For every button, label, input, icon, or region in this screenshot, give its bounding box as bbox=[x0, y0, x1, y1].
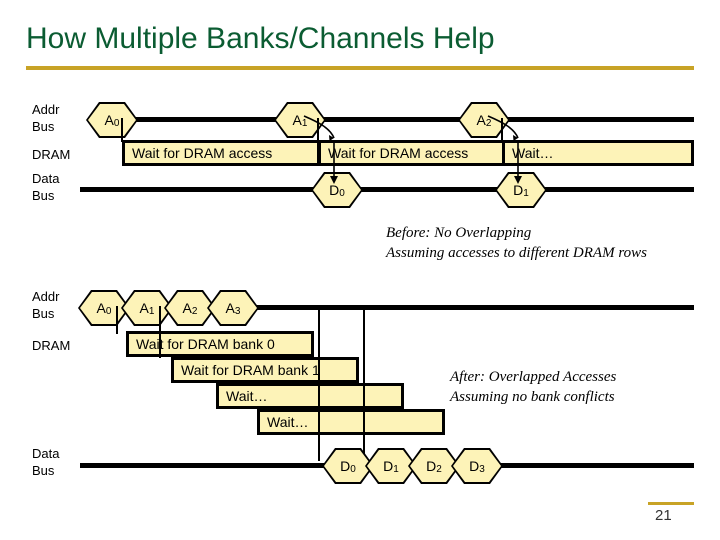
page-title: How Multiple Banks/Channels Help bbox=[26, 22, 495, 55]
data-hex-d0-sub-before: 0 bbox=[339, 187, 345, 199]
data-hex-d1-label-after: D bbox=[383, 458, 394, 474]
addr-hex-a2-label-before: A bbox=[476, 112, 486, 128]
data-hex-d3-sub-after: 3 bbox=[479, 463, 485, 475]
wait-bar-3-label-after: Wait… bbox=[267, 414, 309, 430]
addr-hex-a1-label-before: A bbox=[292, 112, 302, 128]
wait-bar-0-after: Wait for DRAM bank 0 bbox=[126, 331, 314, 357]
tick-a0-before bbox=[121, 118, 123, 142]
wait-bar-2-label-after: Wait… bbox=[226, 388, 268, 404]
addr-hex-a2-label-after: A bbox=[182, 300, 192, 316]
caption-before-line2: Assuming accesses to different DRAM rows bbox=[386, 245, 647, 261]
label-dram-after: DRAM bbox=[32, 338, 71, 353]
wait-bar-2-label-before: Wait… bbox=[512, 145, 554, 161]
data-bus-line-before bbox=[80, 187, 694, 192]
label-data-bus-before: Data Bus bbox=[32, 171, 60, 203]
addr-hex-a1-sub-after: 1 bbox=[148, 305, 155, 317]
tick-d1-after bbox=[363, 306, 365, 461]
wait-bar-1-after: Wait for DRAM bank 1 bbox=[171, 357, 359, 383]
caption-after-line2: Assuming no bank conflicts bbox=[450, 389, 615, 405]
addr-hex-a0-label-before: A bbox=[104, 112, 114, 128]
addr-bus-line-after bbox=[108, 305, 694, 310]
tick-a1-before bbox=[317, 118, 319, 142]
arrow-a1-to-d0-before bbox=[300, 112, 346, 190]
wait-bar-2-after: Wait… bbox=[216, 383, 404, 409]
addr-hex-a0-label-after: A bbox=[96, 300, 106, 316]
data-hex-d0-label-after: D bbox=[340, 458, 351, 474]
wait-bar-0-before: Wait for DRAM access bbox=[122, 140, 320, 166]
wait-bar-2-before: Wait… bbox=[502, 140, 694, 166]
addr-hex-a1-sub-before: 1 bbox=[301, 117, 308, 129]
addr-hex-a0-sub-before: 0 bbox=[113, 117, 120, 129]
tick-a1-after bbox=[159, 306, 161, 358]
data-hex-d0-sub-after: 0 bbox=[350, 463, 356, 475]
addr-bus-line-before bbox=[108, 117, 694, 122]
label-addr-bus-before: Addr Bus bbox=[32, 102, 60, 134]
addr-hex-a2-sub-after: 2 bbox=[191, 305, 198, 317]
caption-before-line1: Before: No Overlapping bbox=[386, 225, 532, 241]
wait-bar-0-label-before: Wait for DRAM access bbox=[132, 145, 273, 161]
addr-hex-a1-label-after: A bbox=[139, 300, 149, 316]
wait-bar-1-label-after: Wait for DRAM bank 1 bbox=[181, 362, 320, 378]
data-hex-d2-sub-after: 2 bbox=[436, 463, 442, 475]
wait-bar-1-before: Wait for DRAM access bbox=[318, 140, 516, 166]
label-addr-bus-after: Addr Bus bbox=[32, 289, 60, 321]
wait-bar-3-after: Wait… bbox=[257, 409, 445, 435]
addr-hex-a3-sub-after: 3 bbox=[234, 305, 241, 317]
data-hex-d1-sub-after: 1 bbox=[393, 463, 399, 475]
label-dram-before: DRAM bbox=[32, 147, 71, 162]
data-hex-d3-label-after: D bbox=[469, 458, 480, 474]
caption-after-line1: After: Overlapped Accesses bbox=[450, 369, 617, 385]
addr-hex-a3-label-after: A bbox=[225, 300, 235, 316]
data-hex-d0-label-before: D bbox=[329, 182, 340, 198]
tick-a2-before bbox=[501, 118, 503, 142]
data-hex-d1-sub-before: 1 bbox=[523, 187, 529, 199]
title-divider bbox=[26, 66, 694, 70]
tick-d0-after bbox=[318, 306, 320, 461]
addr-hex-a0-sub-after: 0 bbox=[105, 305, 112, 317]
data-hex-d2-label-after: D bbox=[426, 458, 437, 474]
data-hex-d1-label-before: D bbox=[513, 182, 524, 198]
footer-divider bbox=[648, 502, 694, 505]
label-data-bus-after: Data Bus bbox=[32, 446, 60, 478]
wait-bar-1-label-before: Wait for DRAM access bbox=[328, 145, 469, 161]
addr-hex-a2-sub-before: 2 bbox=[485, 117, 492, 129]
arrow-a2-to-d1-before bbox=[484, 112, 530, 190]
page-number: 21 bbox=[655, 507, 672, 524]
wait-bar-0-label-after: Wait for DRAM bank 0 bbox=[136, 336, 275, 352]
tick-a0-after bbox=[116, 306, 118, 334]
